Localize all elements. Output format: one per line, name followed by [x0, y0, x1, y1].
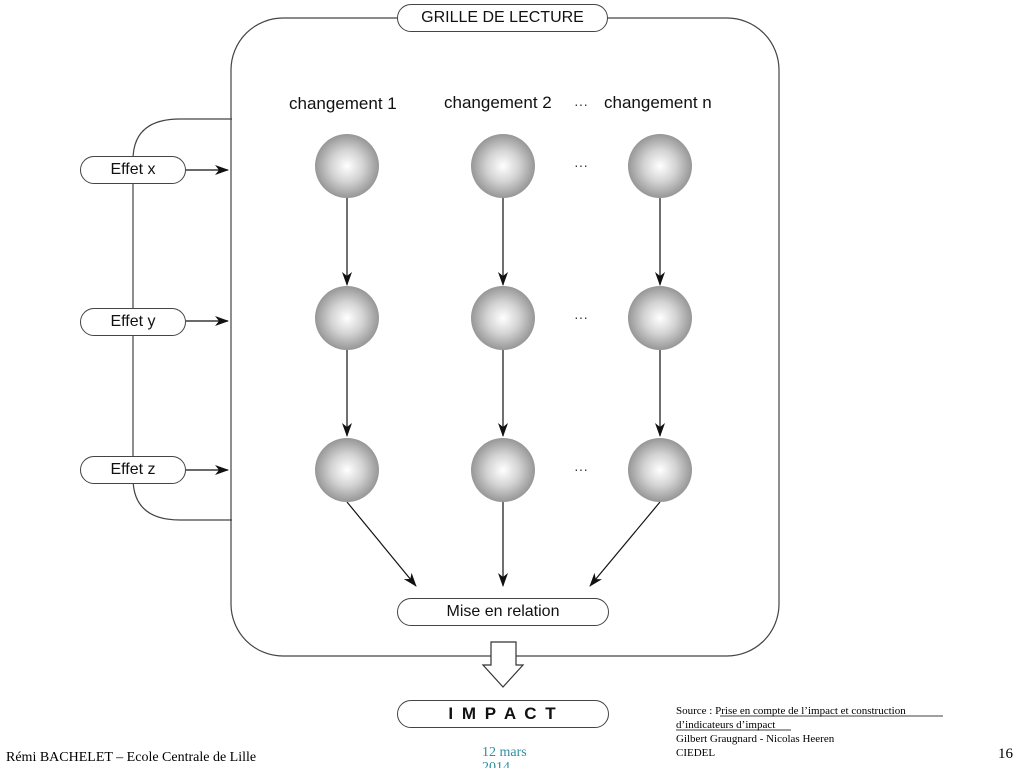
- page-number: 16: [998, 746, 1013, 762]
- impact-down-arrow: [481, 641, 525, 688]
- source-title-1: Prise en compte de l’impact et construct…: [715, 705, 906, 717]
- change-nodes: [315, 134, 692, 502]
- mise-en-relation: Mise en relation: [397, 598, 609, 626]
- effect-z-label: Effet z: [80, 456, 186, 484]
- date-line-1: 12 mars: [482, 745, 527, 760]
- effect-x-label: Effet x: [80, 156, 186, 184]
- row-ellipsis-y: ···: [574, 309, 588, 325]
- col1-to-relation-arrow: [346, 501, 417, 587]
- grille-title: GRILLE DE LECTURE: [397, 4, 608, 32]
- source-block: Source : Prise en compte de l’impact et …: [676, 704, 976, 760]
- node-cn-z: [628, 438, 692, 502]
- node-cn-y: [628, 286, 692, 350]
- impact-label: I M P A C T: [397, 700, 609, 728]
- node-cn-x: [628, 134, 692, 198]
- column-label-1: changement 1: [289, 94, 397, 113]
- author-footer: Rémi BACHELET – Ecole Centrale de Lille: [6, 750, 257, 765]
- date-line-2: 2014: [482, 760, 510, 768]
- coln-to-relation-arrow: [589, 501, 661, 587]
- date-footer: 12 mars 2014: [482, 745, 542, 768]
- column-label-2: changement 2: [444, 93, 552, 112]
- node-c1-y: [315, 286, 379, 350]
- node-c1-x: [315, 134, 379, 198]
- row-ellipsis-z: ···: [574, 461, 588, 477]
- row-ellipsis-x: ···: [574, 157, 588, 173]
- column-ellipsis: ···: [574, 96, 588, 112]
- source-prefix: Source :: [676, 705, 716, 717]
- node-c2-x: [471, 134, 535, 198]
- effect-y-label: Effet y: [80, 308, 186, 336]
- source-title-2: d’indicateurs d’impact: [676, 719, 776, 731]
- node-c2-y: [471, 286, 535, 350]
- column-label-n: changement n: [604, 93, 712, 112]
- source-org: CIEDEL: [676, 747, 716, 759]
- source-line-1: Source : Prise en compte de l’impact et …: [676, 704, 976, 718]
- source-authors: Gilbert Graugnard - Nicolas Heeren: [676, 733, 835, 745]
- node-c2-z: [471, 438, 535, 502]
- node-c1-z: [315, 438, 379, 502]
